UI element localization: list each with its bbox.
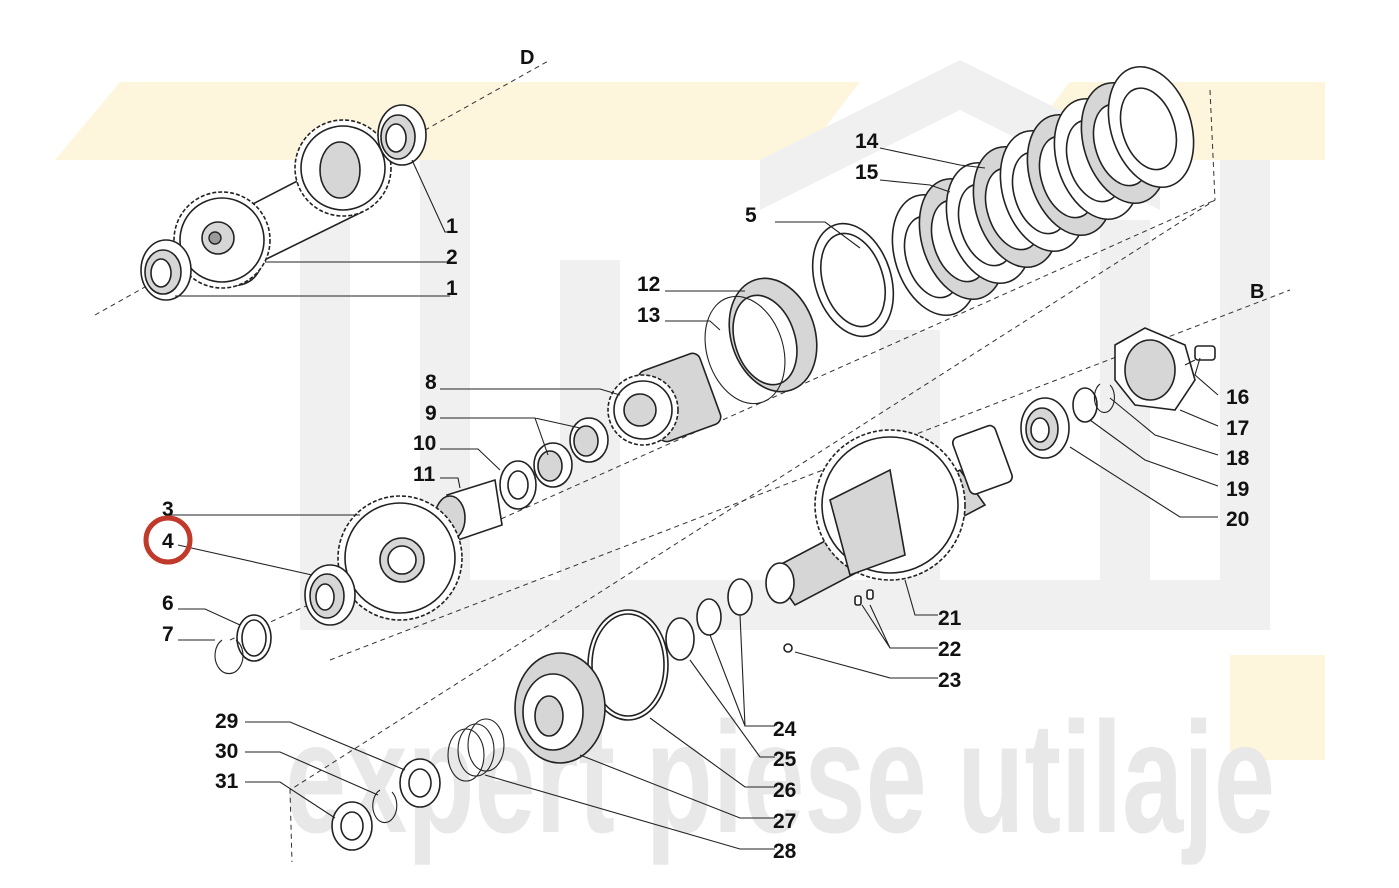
callout-10[interactable]: 10 xyxy=(413,432,436,455)
callout-1-lower[interactable]: 1 xyxy=(446,277,458,300)
watermark-yellow-band xyxy=(55,82,1325,760)
cover-17 xyxy=(1114,327,1196,411)
circlip-18 xyxy=(1093,383,1115,413)
callout-6[interactable]: 6 xyxy=(162,592,174,615)
bearing-20 xyxy=(1020,397,1070,459)
assembly-boundary-dashed xyxy=(289,89,1216,863)
nut-31 xyxy=(331,801,373,851)
callout-18[interactable]: 18 xyxy=(1226,447,1250,470)
callout-1-upper[interactable]: 1 xyxy=(446,215,458,238)
callout-29[interactable]: 29 xyxy=(215,710,238,733)
callout-4[interactable]: 4 xyxy=(162,530,174,553)
watermark-text: expert piese utilaje xyxy=(285,690,1275,866)
callout-15[interactable]: 15 xyxy=(855,161,879,184)
pins-22-23 xyxy=(783,589,874,653)
callout-9[interactable]: 9 xyxy=(425,402,437,425)
seal-rings-24-25 xyxy=(665,578,753,661)
bolt-16 xyxy=(1184,345,1216,366)
callout-27[interactable]: 27 xyxy=(773,810,796,833)
callout-22[interactable]: 22 xyxy=(938,638,961,661)
axis-tag-d: D xyxy=(520,47,534,69)
countershaft-assembly xyxy=(140,104,427,301)
callout-7[interactable]: 7 xyxy=(162,623,174,646)
callout-16[interactable]: 16 xyxy=(1226,386,1249,409)
callout-26[interactable]: 26 xyxy=(773,779,796,802)
clutch-disc-bore xyxy=(1119,87,1178,171)
callout-3[interactable]: 3 xyxy=(162,498,174,521)
callout-numbers: 1 2 1 3 4 5 6 7 8 9 10 11 12 13 14 15 16… xyxy=(162,130,1250,863)
callout-8[interactable]: 8 xyxy=(425,371,437,394)
bearing-lower xyxy=(140,239,192,301)
mainshaft-gear-21 xyxy=(765,424,1013,607)
callout-5[interactable]: 5 xyxy=(745,204,757,227)
piston-12-13 xyxy=(704,277,818,405)
highlight-circle xyxy=(143,515,193,565)
hub-gear-8 xyxy=(607,352,722,446)
axis-line-d xyxy=(94,59,551,316)
piston-27 xyxy=(514,652,606,764)
watermark-house-logo xyxy=(300,60,1270,630)
leader-lines xyxy=(170,147,1219,850)
callout-31[interactable]: 31 xyxy=(215,770,239,793)
watermark: expert piese utilaje xyxy=(55,60,1325,866)
gear-large xyxy=(294,119,392,217)
ring-19 xyxy=(1072,387,1098,423)
spring-28 xyxy=(447,718,505,782)
callout-12[interactable]: 12 xyxy=(637,273,660,296)
callout-28[interactable]: 28 xyxy=(773,840,797,863)
washer-10 xyxy=(499,460,537,510)
clutch-disc-pack xyxy=(811,65,1195,338)
gear-3 xyxy=(337,495,463,621)
callout-17[interactable]: 17 xyxy=(1226,417,1249,440)
callout-30[interactable]: 30 xyxy=(215,740,238,763)
seal-ring-26 xyxy=(587,609,669,721)
callout-24[interactable]: 24 xyxy=(773,718,797,741)
needle-bearings-9 xyxy=(533,417,609,488)
callout-21[interactable]: 21 xyxy=(938,607,962,630)
callout-20[interactable]: 20 xyxy=(1226,508,1249,531)
axis-tag-b: B xyxy=(1250,281,1264,303)
callout-25[interactable]: 25 xyxy=(773,748,797,771)
callout-11[interactable]: 11 xyxy=(413,463,436,486)
gear-small xyxy=(173,191,271,289)
circlip-30 xyxy=(372,789,398,824)
callout-13[interactable]: 13 xyxy=(637,304,660,327)
washer-29 xyxy=(399,758,441,808)
callout-14[interactable]: 14 xyxy=(855,130,879,153)
bearing-4 xyxy=(304,564,356,626)
callout-2[interactable]: 2 xyxy=(446,246,458,269)
callout-23[interactable]: 23 xyxy=(938,669,961,692)
callout-19[interactable]: 19 xyxy=(1226,478,1249,501)
ring-6 xyxy=(236,614,272,662)
circlip-7 xyxy=(214,639,244,675)
bearing-upper xyxy=(377,104,427,166)
